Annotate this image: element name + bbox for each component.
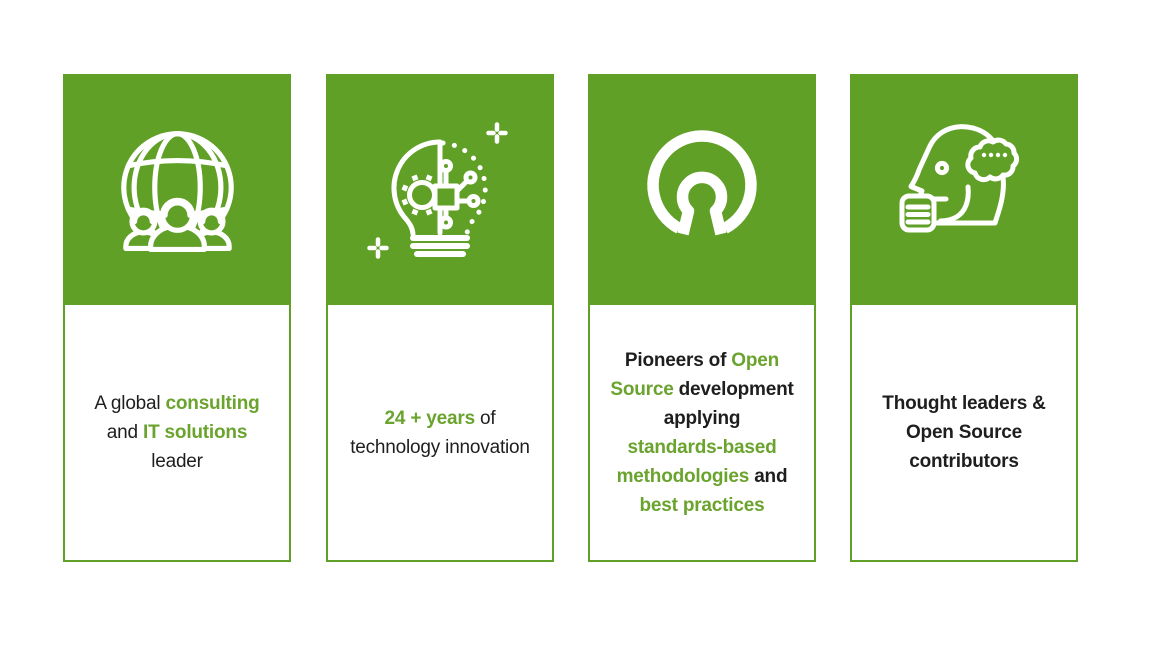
open-source-icon: [647, 129, 757, 235]
innovation-bulb-icon: [367, 121, 508, 259]
card-header: [588, 74, 816, 305]
card-header: [850, 74, 1078, 305]
card-header: [63, 74, 291, 305]
card-header: [326, 74, 554, 305]
global-team-icon: [120, 131, 234, 253]
sparkle-icon: [367, 121, 508, 259]
thought-leader-icon: [899, 123, 1020, 232]
